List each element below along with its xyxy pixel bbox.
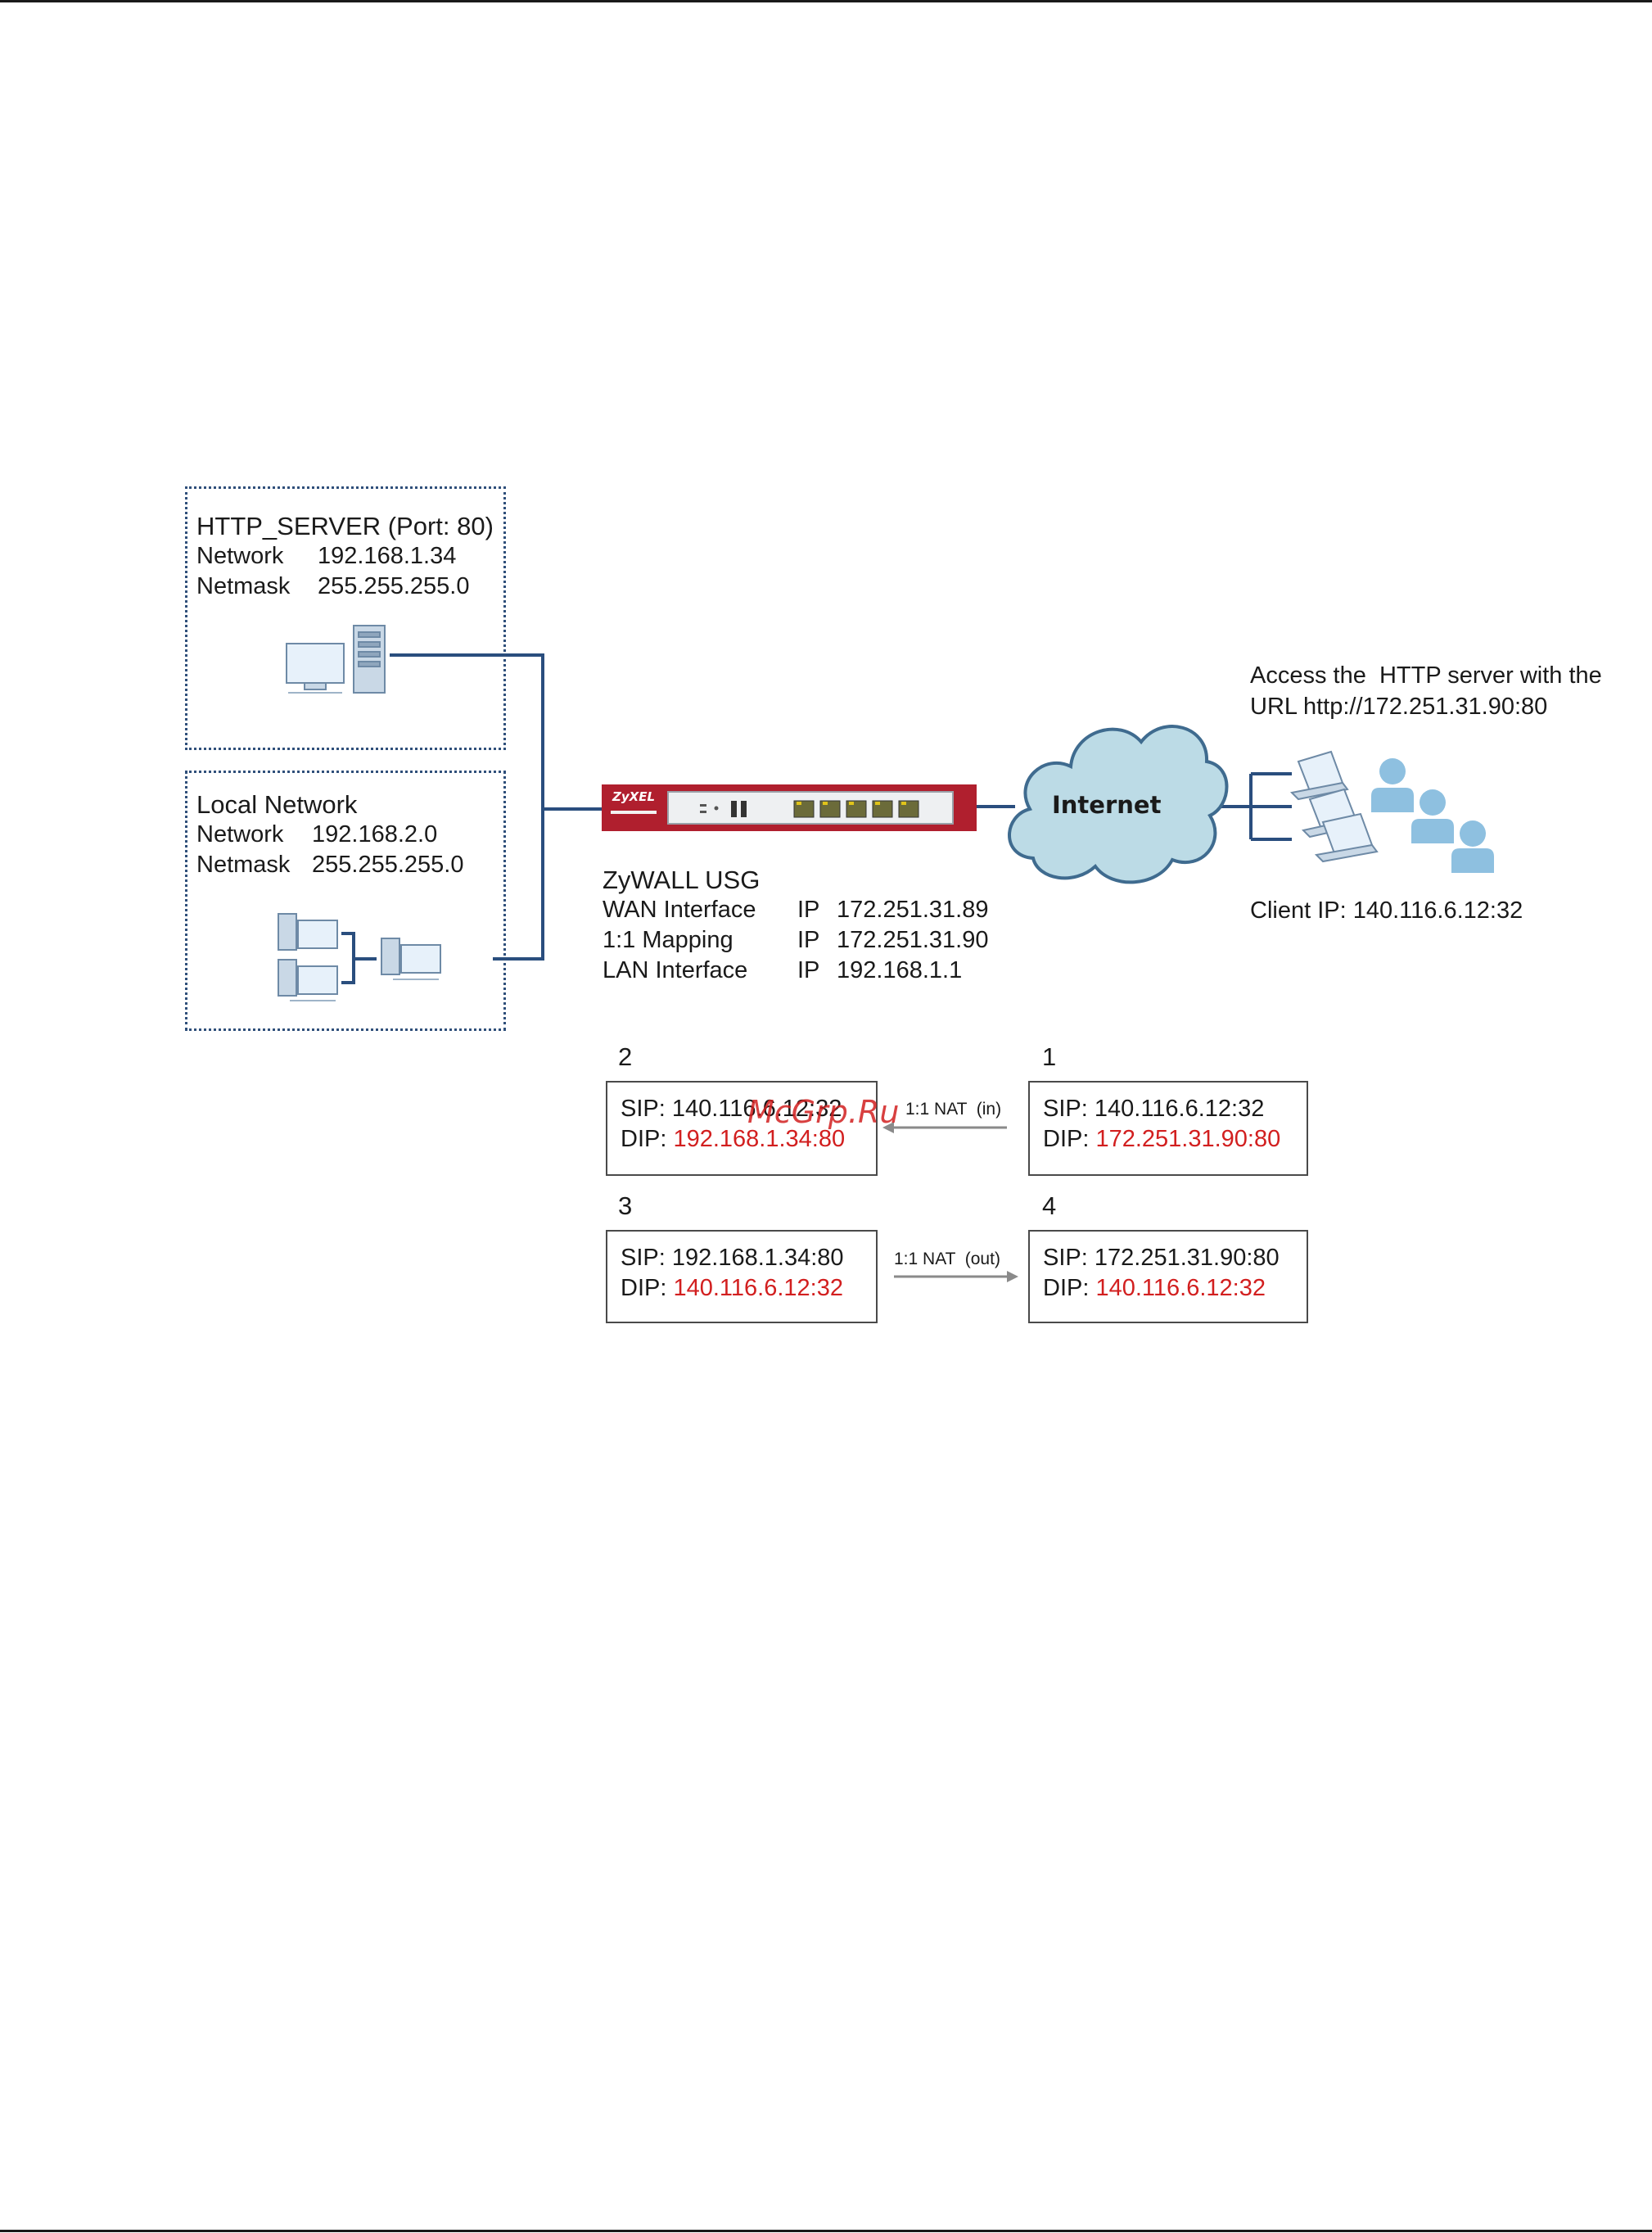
packet-4-dip: 140.116.6.12:32 (1095, 1275, 1266, 1301)
client-access-line1: Access the HTTP server with the (1250, 662, 1602, 689)
nat-in-label: 1:1 NAT (in) (905, 1100, 1002, 1119)
packet-box-3: SIP: 192.168.1.34:80 DIP: 140.116.6.12:3… (606, 1230, 878, 1323)
http-server-title: HTTP_SERVER (Port: 80) (196, 512, 494, 540)
http-network-label: Network (196, 543, 284, 569)
bottom-rule (0, 2230, 1652, 2232)
packet-box-2: SIP: 140.116.6.12:32 DIP: 192.168.1.34:8… (606, 1081, 878, 1176)
connection-lines (341, 653, 1292, 984)
step-number-2: 2 (618, 1042, 633, 1071)
client-ip: Client IP: 140.116.6.12:32 (1250, 897, 1523, 924)
step-number-1: 1 (1042, 1042, 1057, 1071)
http-netmask-label: Netmask (196, 573, 291, 599)
internet-cloud (1008, 725, 1229, 884)
http-network-value: 192.168.1.34 (318, 543, 457, 569)
local-netmask-label: Netmask (196, 852, 291, 878)
http-server-info: HTTP_SERVER (Port: 80) Network 192.168.1.… (196, 511, 494, 602)
packet-box-1: SIP: 140.116.6.12:32 DIP: 172.251.31.90:… (1028, 1081, 1308, 1176)
packet-2-dip: 192.168.1.34:80 (673, 1126, 846, 1152)
local-network-label: Network (196, 821, 284, 848)
server-icon (286, 625, 386, 694)
http-server-link (390, 653, 602, 811)
zyxel-logo: ZyXEL (612, 789, 656, 804)
packet-3-dip: 140.116.6.12:32 (673, 1275, 843, 1301)
packet-2-sip: 140.116.6.12:32 (671, 1096, 842, 1122)
http-server-zone (185, 486, 506, 750)
local-network-info: Local Network Network 192.168.2.0 Netmask… (196, 789, 463, 880)
local-network-zone (185, 771, 506, 1031)
zywall-device-graphic (602, 784, 977, 831)
internet-label: Internet (1052, 791, 1162, 819)
ethernet-ports (793, 800, 919, 818)
pc-link (341, 932, 377, 984)
local-pc-icons (278, 913, 441, 1001)
packet-4-sip: 172.251.31.90:80 (1094, 1245, 1280, 1271)
packet-box-4: SIP: 172.251.31.90:80 DIP: 140.116.6.12:… (1028, 1230, 1308, 1323)
top-rule (0, 0, 1652, 2)
client-user-icons (1371, 758, 1494, 873)
zywall-name: ZyWALL USG (603, 866, 761, 894)
client-laptop-icons (1289, 750, 1379, 863)
packet-1-sip: 140.116.6.12:32 (1094, 1096, 1265, 1122)
packet-1-dip: 172.251.31.90:80 (1095, 1126, 1281, 1152)
local-network-title: Local Network (196, 790, 358, 819)
nat-out-label: 1:1 NAT (out) (894, 1250, 1000, 1268)
client-branch (1249, 772, 1292, 841)
http-netmask-value: 255.255.255.0 (318, 573, 470, 599)
client-access-line2: URL http://172.251.31.90:80 (1250, 694, 1548, 720)
step-number-3: 3 (618, 1191, 633, 1220)
local-netmask-value: 255.255.255.0 (312, 852, 464, 878)
step-number-4: 4 (1042, 1191, 1057, 1220)
watermark-text: McGrp.Ru (747, 1094, 900, 1130)
local-network-link (493, 809, 544, 961)
nat-arrows (882, 1122, 1018, 1282)
packet-3-sip: 192.168.1.34:80 (671, 1245, 844, 1271)
local-network-value: 192.168.2.0 (312, 821, 438, 848)
